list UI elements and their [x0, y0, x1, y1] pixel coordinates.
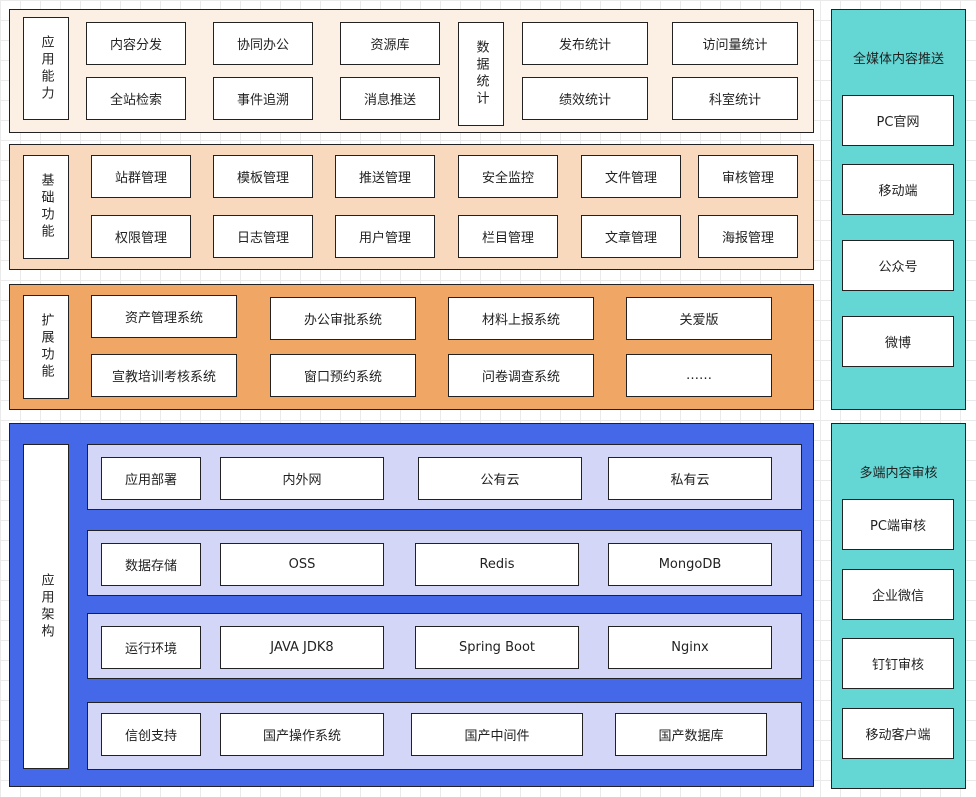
app-item-collab-office[interactable]: 协同办公 [213, 22, 313, 65]
extended-functions-label-text: 扩展功能 [38, 313, 54, 381]
basic-item-column[interactable]: 栏目管理 [458, 215, 558, 258]
arch-storage-oss[interactable]: OSS [220, 543, 384, 586]
audit-item-dingtalk[interactable]: 钉钉审核 [842, 638, 954, 689]
extended-functions-label: 扩展功能 [23, 295, 69, 399]
arch-xinchuang-database[interactable]: 国产数据库 [615, 713, 767, 756]
arch-storage-mongodb[interactable]: MongoDB [608, 543, 772, 586]
basic-item-poster[interactable]: 海报管理 [698, 215, 798, 258]
basic-item-audit[interactable]: 审核管理 [698, 155, 798, 198]
audit-item-wecom[interactable]: 企业微信 [842, 569, 954, 620]
stats-item-publish[interactable]: 发布统计 [522, 22, 648, 65]
ext-item-window-booking[interactable]: 窗口预约系统 [270, 354, 416, 397]
ext-item-training[interactable]: 宣教培训考核系统 [91, 354, 237, 397]
arch-row-storage: 数据存储 OSS Redis MongoDB [87, 530, 802, 596]
arch-runtime-spring-boot[interactable]: Spring Boot [415, 626, 579, 669]
app-item-resource-library[interactable]: 资源库 [340, 22, 440, 65]
app-item-event-trace[interactable]: 事件追溯 [213, 77, 313, 120]
app-capability-section: 应用能力 内容分发 协同办公 资源库 全站检索 事件追溯 消息推送 数据统计 发… [9, 9, 814, 133]
push-item-mobile[interactable]: 移动端 [842, 164, 954, 215]
stats-item-visits[interactable]: 访问量统计 [672, 22, 798, 65]
ext-item-approval[interactable]: 办公审批系统 [270, 297, 416, 340]
architecture-section: 应用架构 应用部署 内外网 公有云 私有云 数据存储 OSS Redis Mon… [9, 423, 814, 787]
basic-item-security[interactable]: 安全监控 [458, 155, 558, 198]
audit-panel-title: 多端内容审核 [859, 466, 938, 481]
arch-deployment-public-cloud[interactable]: 公有云 [418, 457, 582, 500]
ext-item-more[interactable]: …… [626, 354, 772, 397]
basic-functions-section: 基础功能 站群管理 模板管理 推送管理 安全监控 文件管理 审核管理 权限管理 … [9, 144, 814, 270]
push-item-weibo[interactable]: 微博 [842, 316, 954, 367]
extended-functions-section: 扩展功能 资产管理系统 办公审批系统 材料上报系统 关爱版 宣教培训考核系统 窗… [9, 284, 814, 410]
basic-item-log[interactable]: 日志管理 [213, 215, 313, 258]
arch-deployment-title: 应用部署 [101, 457, 201, 500]
basic-item-site-group[interactable]: 站群管理 [91, 155, 191, 198]
architecture-label: 应用架构 [23, 444, 69, 769]
arch-xinchuang-os[interactable]: 国产操作系统 [220, 713, 384, 756]
app-item-message-push[interactable]: 消息推送 [340, 77, 440, 120]
data-stats-label: 数据统计 [458, 22, 504, 126]
arch-deployment-intranet[interactable]: 内外网 [220, 457, 384, 500]
basic-item-permission[interactable]: 权限管理 [91, 215, 191, 258]
basic-item-template[interactable]: 模板管理 [213, 155, 313, 198]
ext-item-material-report[interactable]: 材料上报系统 [448, 297, 594, 340]
ext-item-survey[interactable]: 问卷调查系统 [448, 354, 594, 397]
push-panel: 全媒体内容推送 PC官网 移动端 公众号 微博 [831, 9, 966, 410]
stats-item-department[interactable]: 科室统计 [672, 77, 798, 120]
basic-item-push[interactable]: 推送管理 [335, 155, 435, 198]
arch-deployment-private-cloud[interactable]: 私有云 [608, 457, 772, 500]
arch-row-deployment: 应用部署 内外网 公有云 私有云 [87, 444, 802, 510]
basic-item-user[interactable]: 用户管理 [335, 215, 435, 258]
basic-item-file[interactable]: 文件管理 [581, 155, 681, 198]
arch-runtime-title: 运行环境 [101, 626, 201, 669]
arch-storage-redis[interactable]: Redis [415, 543, 579, 586]
audit-item-mobile-client[interactable]: 移动客户端 [842, 708, 954, 759]
audit-item-pc[interactable]: PC端审核 [842, 499, 954, 550]
basic-functions-label-text: 基础功能 [38, 173, 54, 241]
data-stats-label-text: 数据统计 [473, 40, 489, 108]
push-item-official-account[interactable]: 公众号 [842, 240, 954, 291]
app-capability-label-text: 应用能力 [38, 34, 54, 103]
audit-panel: 多端内容审核 PC端审核 企业微信 钉钉审核 移动客户端 [831, 423, 966, 789]
architecture-label-text: 应用架构 [38, 572, 54, 641]
arch-row-runtime: 运行环境 JAVA JDK8 Spring Boot Nginx [87, 613, 802, 679]
push-item-pc-site[interactable]: PC官网 [842, 95, 954, 146]
ext-item-care-edition[interactable]: 关爱版 [626, 297, 772, 340]
basic-functions-label: 基础功能 [23, 155, 69, 259]
arch-runtime-jdk[interactable]: JAVA JDK8 [220, 626, 384, 669]
arch-runtime-nginx[interactable]: Nginx [608, 626, 772, 669]
arch-storage-title: 数据存储 [101, 543, 201, 586]
arch-xinchuang-middleware[interactable]: 国产中间件 [411, 713, 583, 756]
app-item-site-search[interactable]: 全站检索 [86, 77, 186, 120]
arch-row-xinchuang: 信创支持 国产操作系统 国产中间件 国产数据库 [87, 702, 802, 770]
stats-item-performance[interactable]: 绩效统计 [522, 77, 648, 120]
app-item-content-distribution[interactable]: 内容分发 [86, 22, 186, 65]
app-capability-label: 应用能力 [23, 17, 69, 120]
ext-item-asset[interactable]: 资产管理系统 [91, 295, 237, 338]
push-panel-title: 全媒体内容推送 [852, 52, 944, 67]
basic-item-article[interactable]: 文章管理 [581, 215, 681, 258]
arch-xinchuang-title: 信创支持 [101, 713, 201, 756]
